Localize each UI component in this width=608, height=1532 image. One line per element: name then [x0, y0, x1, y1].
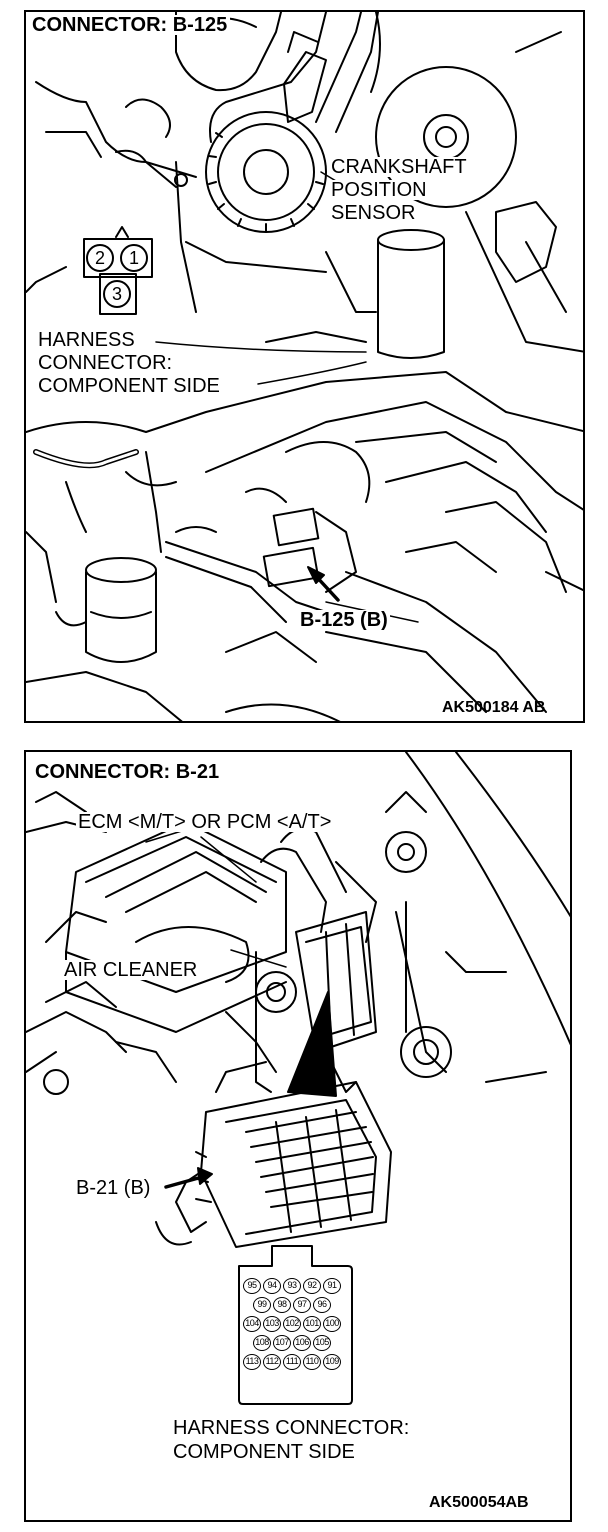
- pin: 106: [293, 1335, 311, 1351]
- pin: 93: [283, 1278, 301, 1294]
- location-label: B-125 (B): [298, 609, 390, 631]
- pin: 104: [243, 1316, 261, 1332]
- pin-2: 2: [86, 244, 114, 272]
- pin: 110: [303, 1354, 321, 1370]
- pin: 95: [243, 1278, 261, 1294]
- harness-label-line1: HARNESS CONNECTOR:: [173, 1417, 410, 1439]
- panel-title: CONNECTOR: B-21: [32, 762, 223, 782]
- pin: 97: [293, 1297, 311, 1313]
- pin: 108: [253, 1335, 271, 1351]
- pin: 100: [323, 1316, 341, 1332]
- connector-b125-panel: CONNECTOR: B-125 CRANKSHAFT POSITION SEN…: [24, 10, 585, 723]
- pin: 109: [323, 1354, 341, 1370]
- pin: 103: [263, 1316, 281, 1332]
- figure-code: AK500054AB: [429, 1494, 529, 1511]
- pin: 105: [313, 1335, 331, 1351]
- pin: 113: [243, 1354, 261, 1370]
- air-cleaner-label: AIR CLEANER: [62, 959, 200, 981]
- sensor-label-line1: CRANKSHAFT: [331, 156, 467, 178]
- pin: 96: [313, 1297, 331, 1313]
- pin: 102: [283, 1316, 301, 1332]
- pin: 94: [263, 1278, 281, 1294]
- sensor-label-line2: POSITION: [331, 179, 427, 201]
- connector-b21-panel: CONNECTOR: B-21 ECM <M/T> OR PCM <A/T> A…: [24, 750, 572, 1522]
- panel-title: CONNECTOR: B-125: [29, 15, 231, 35]
- pin-1: 1: [120, 244, 148, 272]
- pin: 101: [303, 1316, 321, 1332]
- harness-label-line2: COMPONENT SIDE: [173, 1441, 355, 1463]
- pin: 98: [273, 1297, 291, 1313]
- harness-label-line1: HARNESS: [38, 329, 135, 351]
- harness-label-line2: CONNECTOR:: [38, 352, 173, 374]
- pin-3: 3: [103, 280, 131, 308]
- pin: 107: [273, 1335, 291, 1351]
- pin: 91: [323, 1278, 341, 1294]
- harness-label-line3: COMPONENT SIDE: [38, 375, 220, 397]
- pin: 99: [253, 1297, 271, 1313]
- location-label: B-21 (B): [76, 1177, 151, 1199]
- figure-code: AK500184 AB: [442, 699, 546, 716]
- sensor-label-line3: SENSOR: [331, 202, 416, 224]
- pin: 92: [303, 1278, 321, 1294]
- pin: 111: [283, 1354, 301, 1370]
- pin: 112: [263, 1354, 281, 1370]
- engine-bay-ecm-illustration: [26, 752, 570, 1405]
- ecm-pcm-label: ECM <M/T> OR PCM <A/T>: [76, 811, 334, 833]
